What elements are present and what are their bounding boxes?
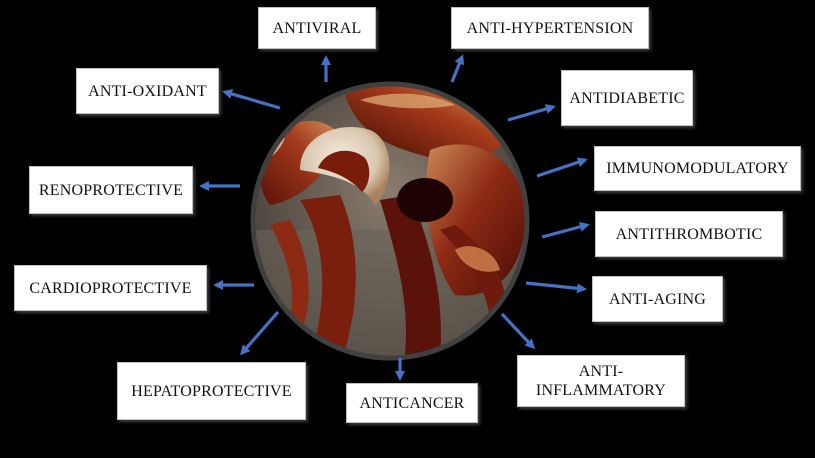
label-antithrombotic-text: ANTITHROMBOTIC: [616, 225, 763, 244]
label-anti-inflammatory-line2: INFLAMMATORY: [536, 381, 666, 400]
label-anti-aging-text: ANTI-AGING: [609, 290, 706, 309]
label-renoprotective-text: RENOPROTECTIVE: [39, 181, 183, 200]
label-antiviral-text: ANTIVIRAL: [273, 19, 362, 38]
label-hepatoprotective: HEPATOPROTECTIVE: [117, 362, 306, 420]
label-antidiabetic: ANTIDIABETIC: [561, 70, 693, 126]
arrow-immunomodulatory: [537, 160, 585, 176]
label-antithrombotic: ANTITHROMBOTIC: [595, 211, 783, 257]
label-anti-oxidant-text: ANTI-OXIDANT: [88, 82, 207, 101]
label-anti-aging: ANTI-AGING: [592, 276, 723, 322]
label-cardioprotective: CARDIOPROTECTIVE: [14, 265, 207, 311]
arrow-anti-inflammatory: [502, 314, 533, 347]
label-immunomodulatory-text: IMMUNOMODULATORY: [606, 159, 788, 178]
label-immunomodulatory: IMMUNOMODULATORY: [594, 146, 801, 191]
label-antiviral: ANTIVIRAL: [258, 7, 376, 49]
label-anticancer: ANTICANCER: [346, 383, 478, 423]
label-anticancer-text: ANTICANCER: [359, 394, 464, 413]
arrow-anti-aging: [526, 283, 584, 289]
label-anti-inflammatory: ANTI- INFLAMMATORY: [517, 355, 685, 407]
arrow-antidiabetic: [508, 107, 553, 120]
label-anti-inflammatory-line1: ANTI-: [579, 362, 624, 381]
label-hepatoprotective-text: HEPATOPROTECTIVE: [131, 382, 292, 401]
arrow-antithrombotic: [542, 225, 587, 237]
label-anti-hypertension-text: ANTI-HYPERTENSION: [467, 19, 634, 38]
label-renoprotective: RENOPROTECTIVE: [29, 166, 193, 214]
label-anti-oxidant: ANTI-OXIDANT: [76, 68, 219, 114]
label-anti-hypertension: ANTI-HYPERTENSION: [451, 7, 649, 49]
arrow-hepatoprotective: [242, 312, 278, 353]
label-antidiabetic-text: ANTIDIABETIC: [569, 89, 684, 108]
arrow-anti-hypertension: [452, 57, 462, 82]
label-cardioprotective-text: CARDIOPROTECTIVE: [29, 279, 191, 298]
arrow-anti-oxidant: [225, 92, 280, 108]
